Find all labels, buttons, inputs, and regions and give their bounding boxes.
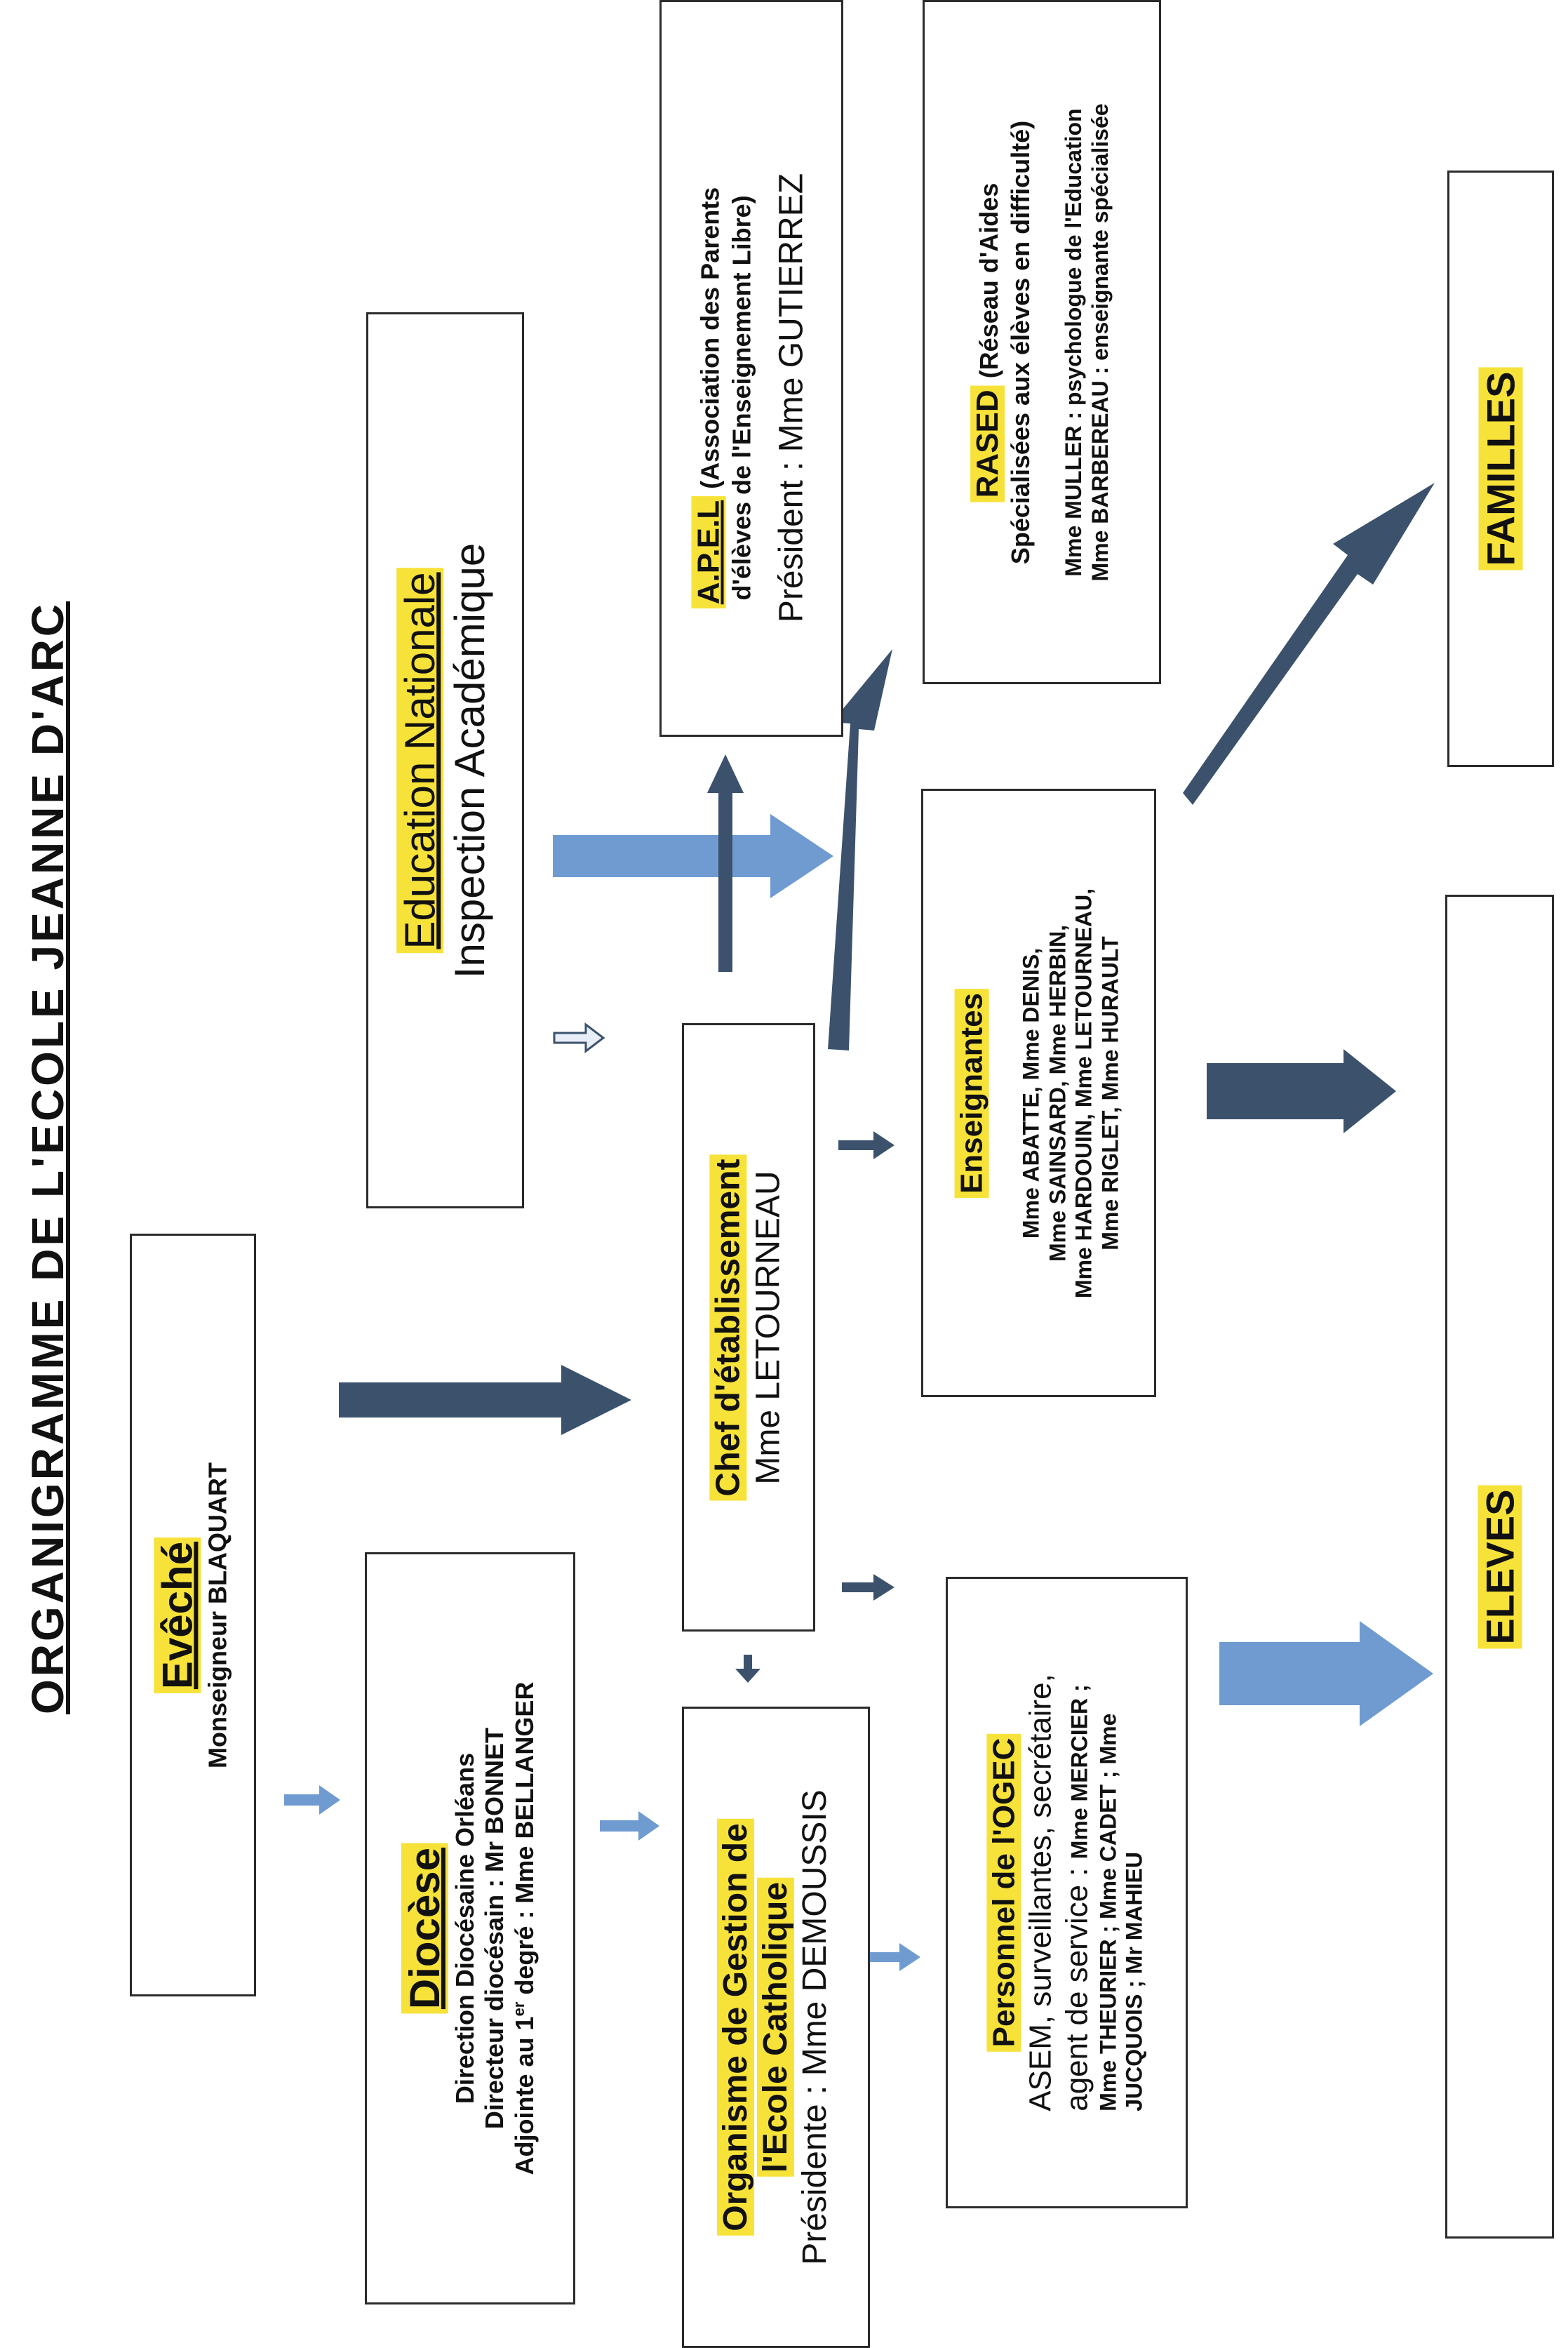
- apel-desc2: d'élèves de l'Enseignement Libre): [727, 195, 756, 601]
- enseignantes-content: Enseignantes Mme ABATTE, Mme DENIS, Mme …: [953, 888, 1124, 1298]
- personnel-line3: Mme THEURIER ; Mme CADET ; Mme: [1094, 1713, 1120, 2112]
- familles-content: FAMILLES: [1478, 367, 1524, 571]
- chef-name: Chef d'établissement: [709, 1154, 747, 1500]
- enseignantes-line1: Mme ABATTE, Mme DENIS,: [1017, 947, 1043, 1239]
- rased-member1: Mme MULLER : psychologue de l'Education: [1061, 107, 1087, 577]
- diocese-content: Diocèse Direction Diocésaine Orléans Dir…: [401, 1682, 540, 2175]
- box-ogec: Organisme de Gestion de l'Ecole Catholiq…: [682, 1707, 870, 2348]
- arrow-chef-to-personnel: [842, 1574, 894, 1601]
- personnel-content: Personnel de l'OGEC ASEM, surveillantes,…: [986, 1674, 1148, 2112]
- diocese-line1: Direction Diocésaine Orléans: [450, 1752, 479, 2104]
- education-name: Education Nationale: [396, 567, 443, 954]
- diocese-line2: Directeur diocésain : Mr BONNET: [480, 1727, 509, 2130]
- box-diocese: Diocèse Direction Diocésaine Orléans Dir…: [365, 1552, 575, 2304]
- page-title: ORGANIGRAMME DE L'ECOLE JEANNE D'ARC: [22, 601, 73, 1715]
- arrow-eveche-to-diocese: [284, 1785, 340, 1815]
- arrow-eveche-to-chef: [339, 1365, 631, 1435]
- ogec-content: Organisme de Gestion de l'Ecole Catholiq…: [716, 1789, 836, 2265]
- education-content: Education Nationale Inspection Académiqu…: [396, 542, 495, 978]
- box-enseignantes: Enseignantes Mme ABATTE, Mme DENIS, Mme …: [921, 789, 1156, 1397]
- rased-acronym: RASED: [970, 385, 1005, 502]
- box-personnel-ogec: Personnel de l'OGEC ASEM, surveillantes,…: [946, 1577, 1188, 2208]
- ogec-name-line2: l'Ecole Catholique: [756, 1877, 794, 2177]
- arrow-ogec-to-personnel: [864, 1943, 920, 1971]
- enseignantes-line3: Mme HARDOUIN, Mme LETOURNEAU,: [1071, 888, 1097, 1298]
- box-education-nationale: Education Nationale Inspection Académiqu…: [366, 312, 524, 1208]
- box-eleves: ELEVES: [1445, 895, 1554, 2239]
- rased-desc2: Spécialisées aux élèves en difficulté): [1005, 120, 1035, 564]
- apel-acronym: A.P.E.L: [691, 495, 726, 608]
- box-rased: RASED (Réseau d'Aides Spécialisées aux é…: [923, 0, 1161, 684]
- chef-content: Chef d'établissement Mme LETOURNEAU: [709, 1154, 788, 1500]
- personnel-line2: agent de service : Mme MERCIER ;: [1059, 1684, 1094, 2112]
- arrow-chef-to-apel: [707, 754, 744, 972]
- eleves-name: ELEVES: [1477, 1485, 1522, 1648]
- arrow-education-to-apel: [553, 814, 833, 898]
- box-familles: FAMILLES: [1447, 171, 1554, 767]
- arrow-chef-to-enseignantes: [838, 1131, 894, 1159]
- chef-person: Mme LETOURNEAU: [749, 1170, 786, 1485]
- rased-content: RASED (Réseau d'Aides Spécialisées aux é…: [970, 103, 1114, 581]
- ogec-president: Présidente : Mme DEMOUSSIS: [796, 1789, 834, 2265]
- arrow-diocese-to-ogec: [600, 1811, 659, 1841]
- education-sub: Inspection Académique: [445, 542, 493, 978]
- arrow-education-to-chef: [553, 1022, 605, 1054]
- personnel-name: Personnel de l'OGEC: [986, 1733, 1021, 2052]
- arrow-personnel-to-eleves: [1219, 1621, 1433, 1726]
- enseignantes-name: Enseignantes: [954, 988, 989, 1198]
- diocese-line3: Adjointe au 1er degré : Mme BELLANGER: [509, 1681, 539, 2175]
- box-eveche: Evêché Monseigneur BLAQUART: [130, 1234, 256, 1996]
- eveche-name: Evêché: [154, 1537, 201, 1693]
- eleves-content: ELEVES: [1477, 1485, 1522, 1648]
- personnel-line1: ASEM, surveillantes, secrétaire,: [1022, 1674, 1057, 2112]
- arrow-enseignantes-to-familles: [1183, 483, 1435, 805]
- rased-member2: Mme BARBEREAU : enseignante spécialisée: [1087, 102, 1113, 582]
- apel-content: A.P.E.L (Association des Parents d'élève…: [691, 173, 812, 622]
- enseignantes-line2: Mme SAINSARD, Mme HERBIN,: [1044, 924, 1070, 1262]
- box-chef-etablissement: Chef d'établissement Mme LETOURNEAU: [682, 1023, 815, 1632]
- personnel-line4: JUCQUOIS ; Mr MAHIEU: [1121, 1851, 1147, 2112]
- familles-name: FAMILLES: [1478, 367, 1523, 571]
- eveche-content: Evêché Monseigneur BLAQUART: [153, 1462, 232, 1768]
- apel-desc1: (Association des Parents: [695, 187, 725, 496]
- enseignantes-line4: Mme RIGLET, Mme HURAULT: [1097, 935, 1123, 1250]
- box-apel: A.P.E.L (Association des Parents d'élève…: [659, 0, 843, 737]
- arrow-enseignantes-to-eleves: [1207, 1049, 1396, 1133]
- arrow-chef-to-ogec: [735, 1655, 760, 1683]
- apel-president: Président : Mme GUTIERREZ: [772, 173, 810, 622]
- diocese-name: Diocèse: [401, 1843, 448, 2014]
- rased-desc1: (Réseau d'Aides: [974, 182, 1004, 385]
- ogec-name-line1: Organisme de Gestion de: [717, 1819, 755, 2236]
- eveche-person: Monseigneur BLAQUART: [203, 1462, 232, 1768]
- arrow-chef-to-rased: [828, 649, 892, 1050]
